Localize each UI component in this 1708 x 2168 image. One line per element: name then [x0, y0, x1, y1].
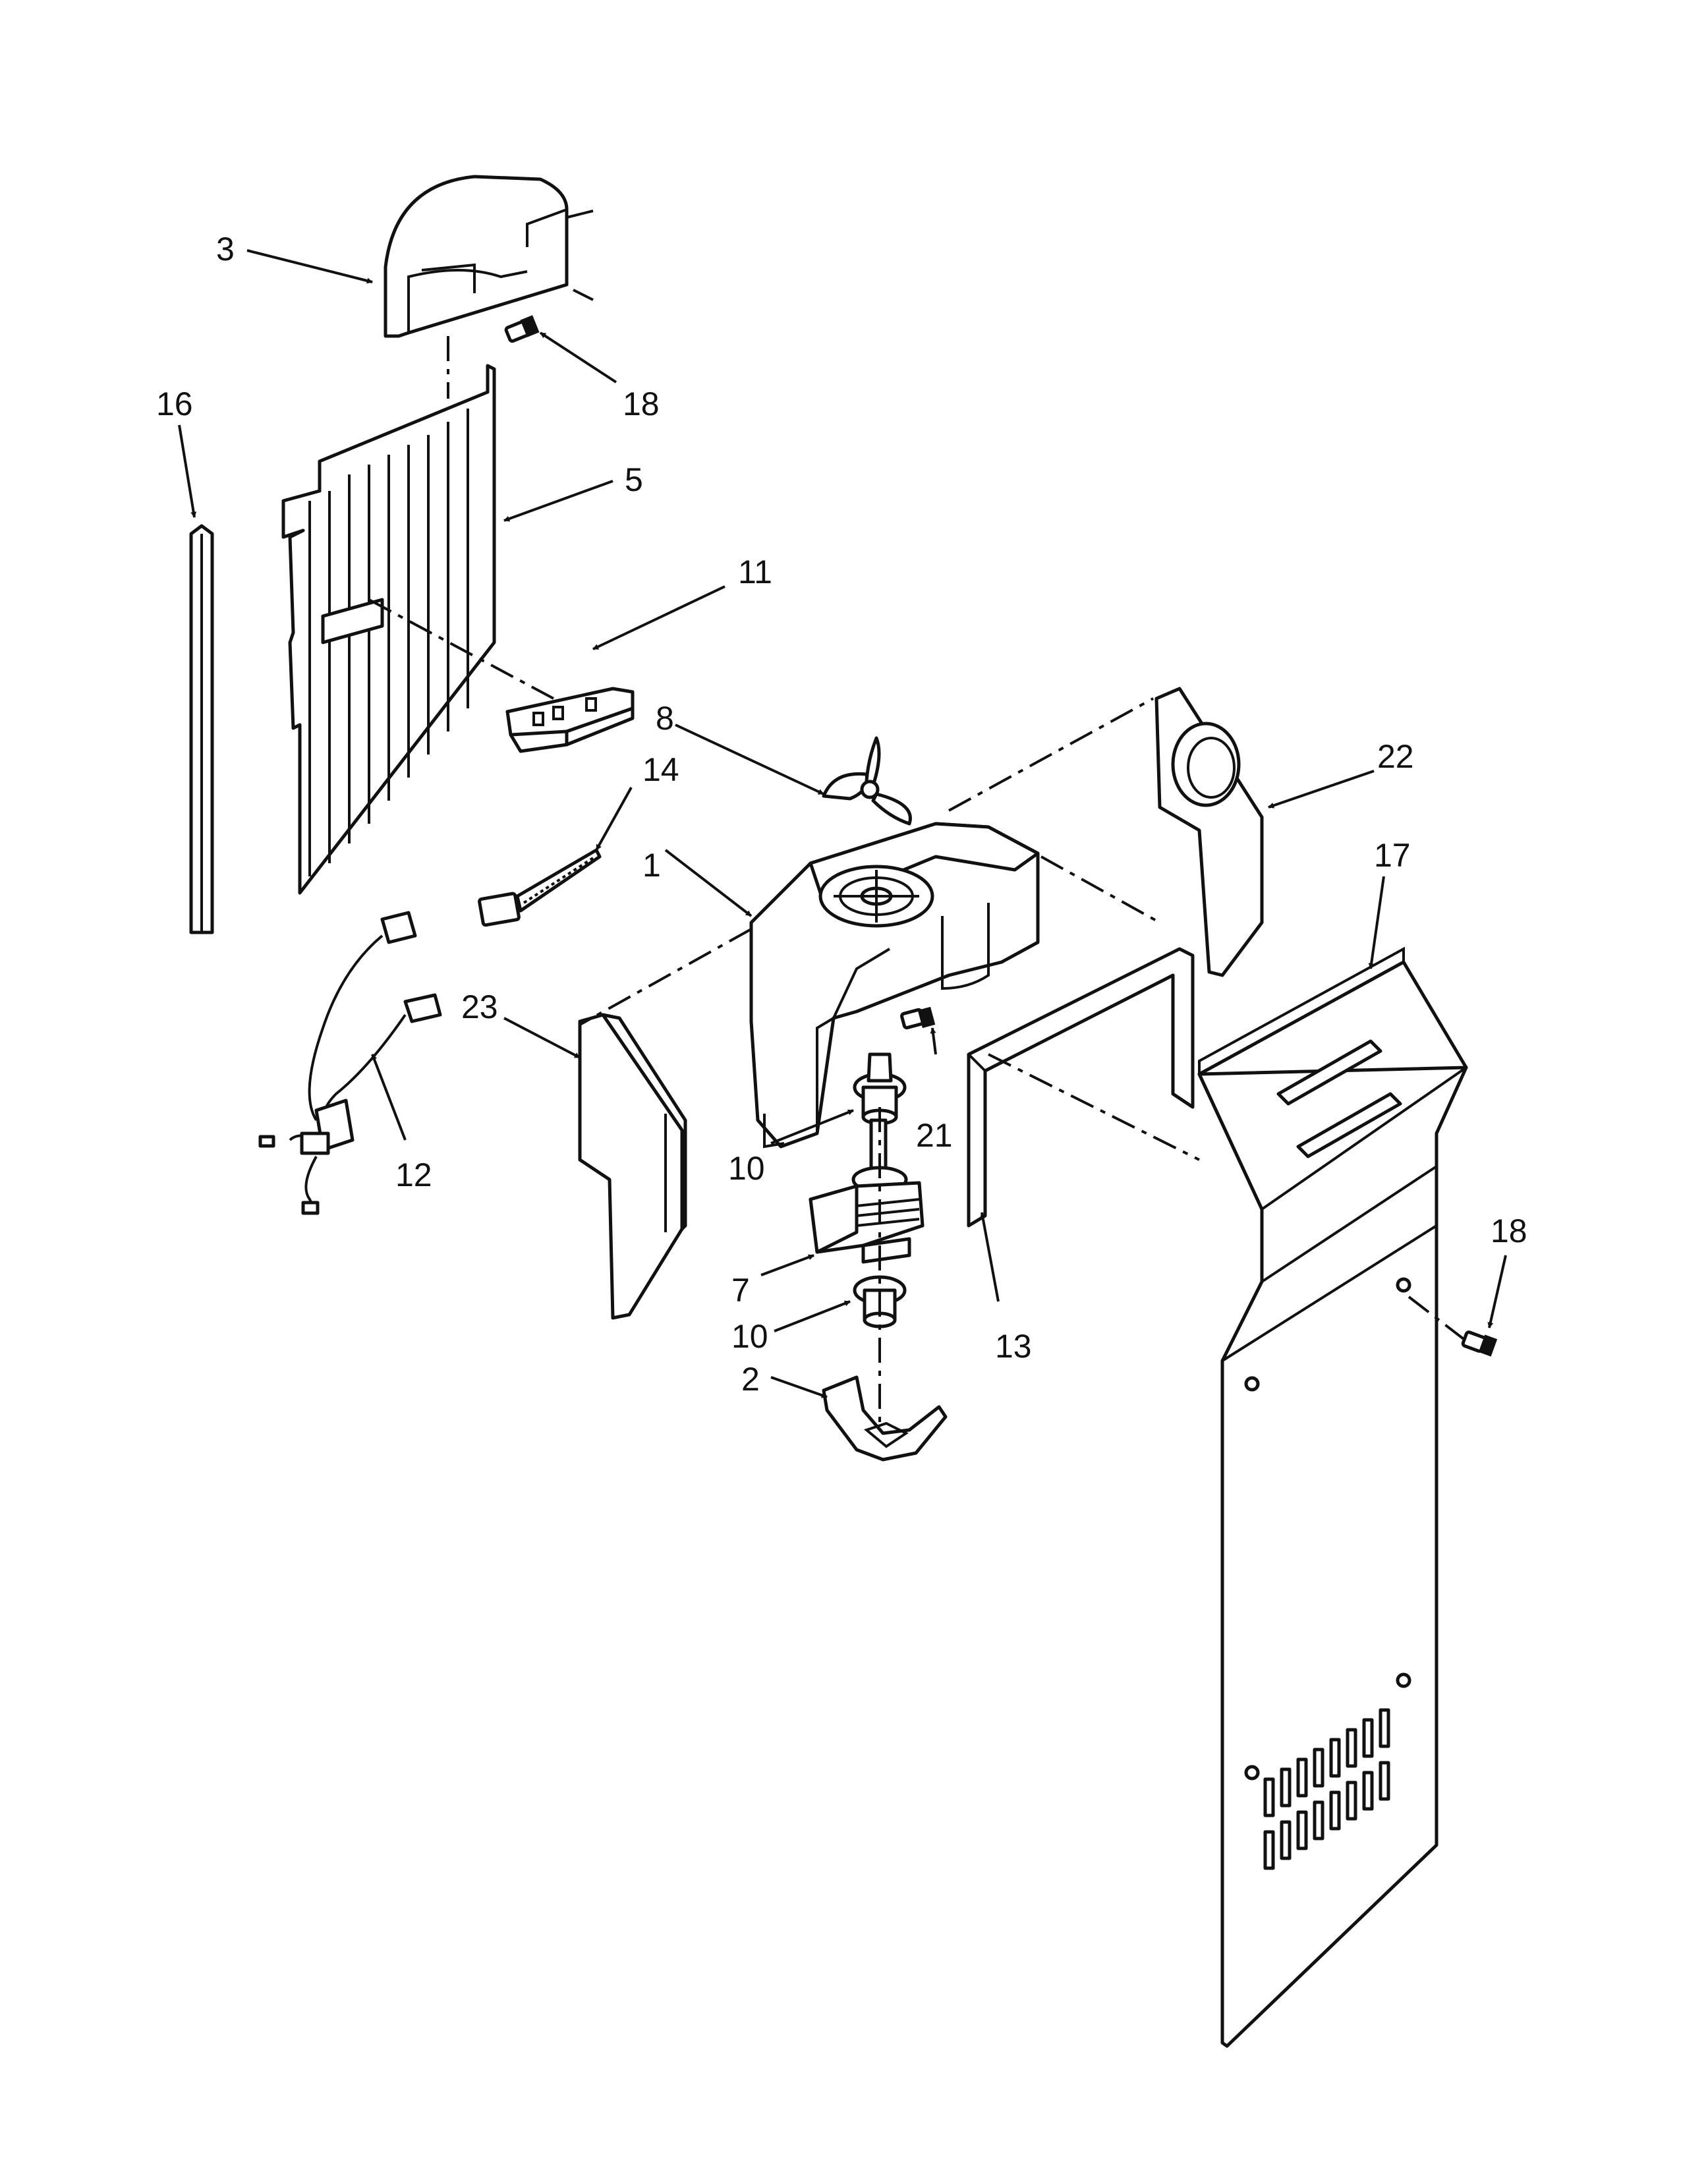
callout-8: 8	[656, 700, 674, 737]
callout-17: 17	[1374, 837, 1411, 874]
part-5-evaporator-grille	[281, 364, 496, 895]
part-13-u-channel	[967, 947, 1195, 1228]
part-8-fan-blade	[822, 736, 912, 826]
callout-labels: 3 18 16 5 11 8 14 1 22 17 23 21 10 12 7 …	[156, 231, 1527, 1398]
callout-18-right: 18	[1491, 1212, 1527, 1249]
part-2-motor-bracket	[822, 1375, 948, 1462]
part-18-screw-right	[1461, 1330, 1498, 1357]
callout-12: 12	[395, 1156, 432, 1193]
part-22-side-baffle	[1154, 687, 1264, 977]
part-3-duct-cover	[384, 175, 594, 338]
part-14-cable-tie	[478, 848, 602, 927]
part-16-strip	[189, 524, 214, 934]
callout-7: 7	[731, 1272, 750, 1309]
part-1-fan-housing	[749, 822, 1040, 1149]
callout-10-upper: 10	[728, 1150, 765, 1187]
callout-18-top: 18	[623, 385, 660, 422]
part-18-screw-top	[504, 315, 540, 343]
callout-21: 21	[916, 1117, 953, 1154]
leader-arrows	[178, 249, 1507, 1398]
part-7-fan-motor	[809, 1118, 925, 1264]
assembly-lines	[368, 336, 1467, 1423]
callout-1: 1	[642, 847, 661, 884]
callout-22: 22	[1377, 738, 1414, 775]
callout-16: 16	[156, 385, 193, 422]
part-11-bracket	[505, 687, 635, 753]
part-21-screw	[900, 1006, 936, 1030]
callout-2: 2	[741, 1361, 760, 1398]
part-12-wire-harness	[258, 911, 442, 1215]
callout-11: 11	[738, 554, 772, 590]
callout-3: 3	[216, 231, 235, 268]
callout-23: 23	[461, 988, 498, 1025]
callout-10-lower: 10	[731, 1318, 768, 1355]
callout-14: 14	[642, 751, 679, 788]
part-17-rear-panel	[1197, 946, 1468, 2048]
callout-13: 13	[995, 1328, 1032, 1365]
part-23-side-baffle	[578, 1013, 687, 1320]
callout-5: 5	[625, 461, 643, 498]
